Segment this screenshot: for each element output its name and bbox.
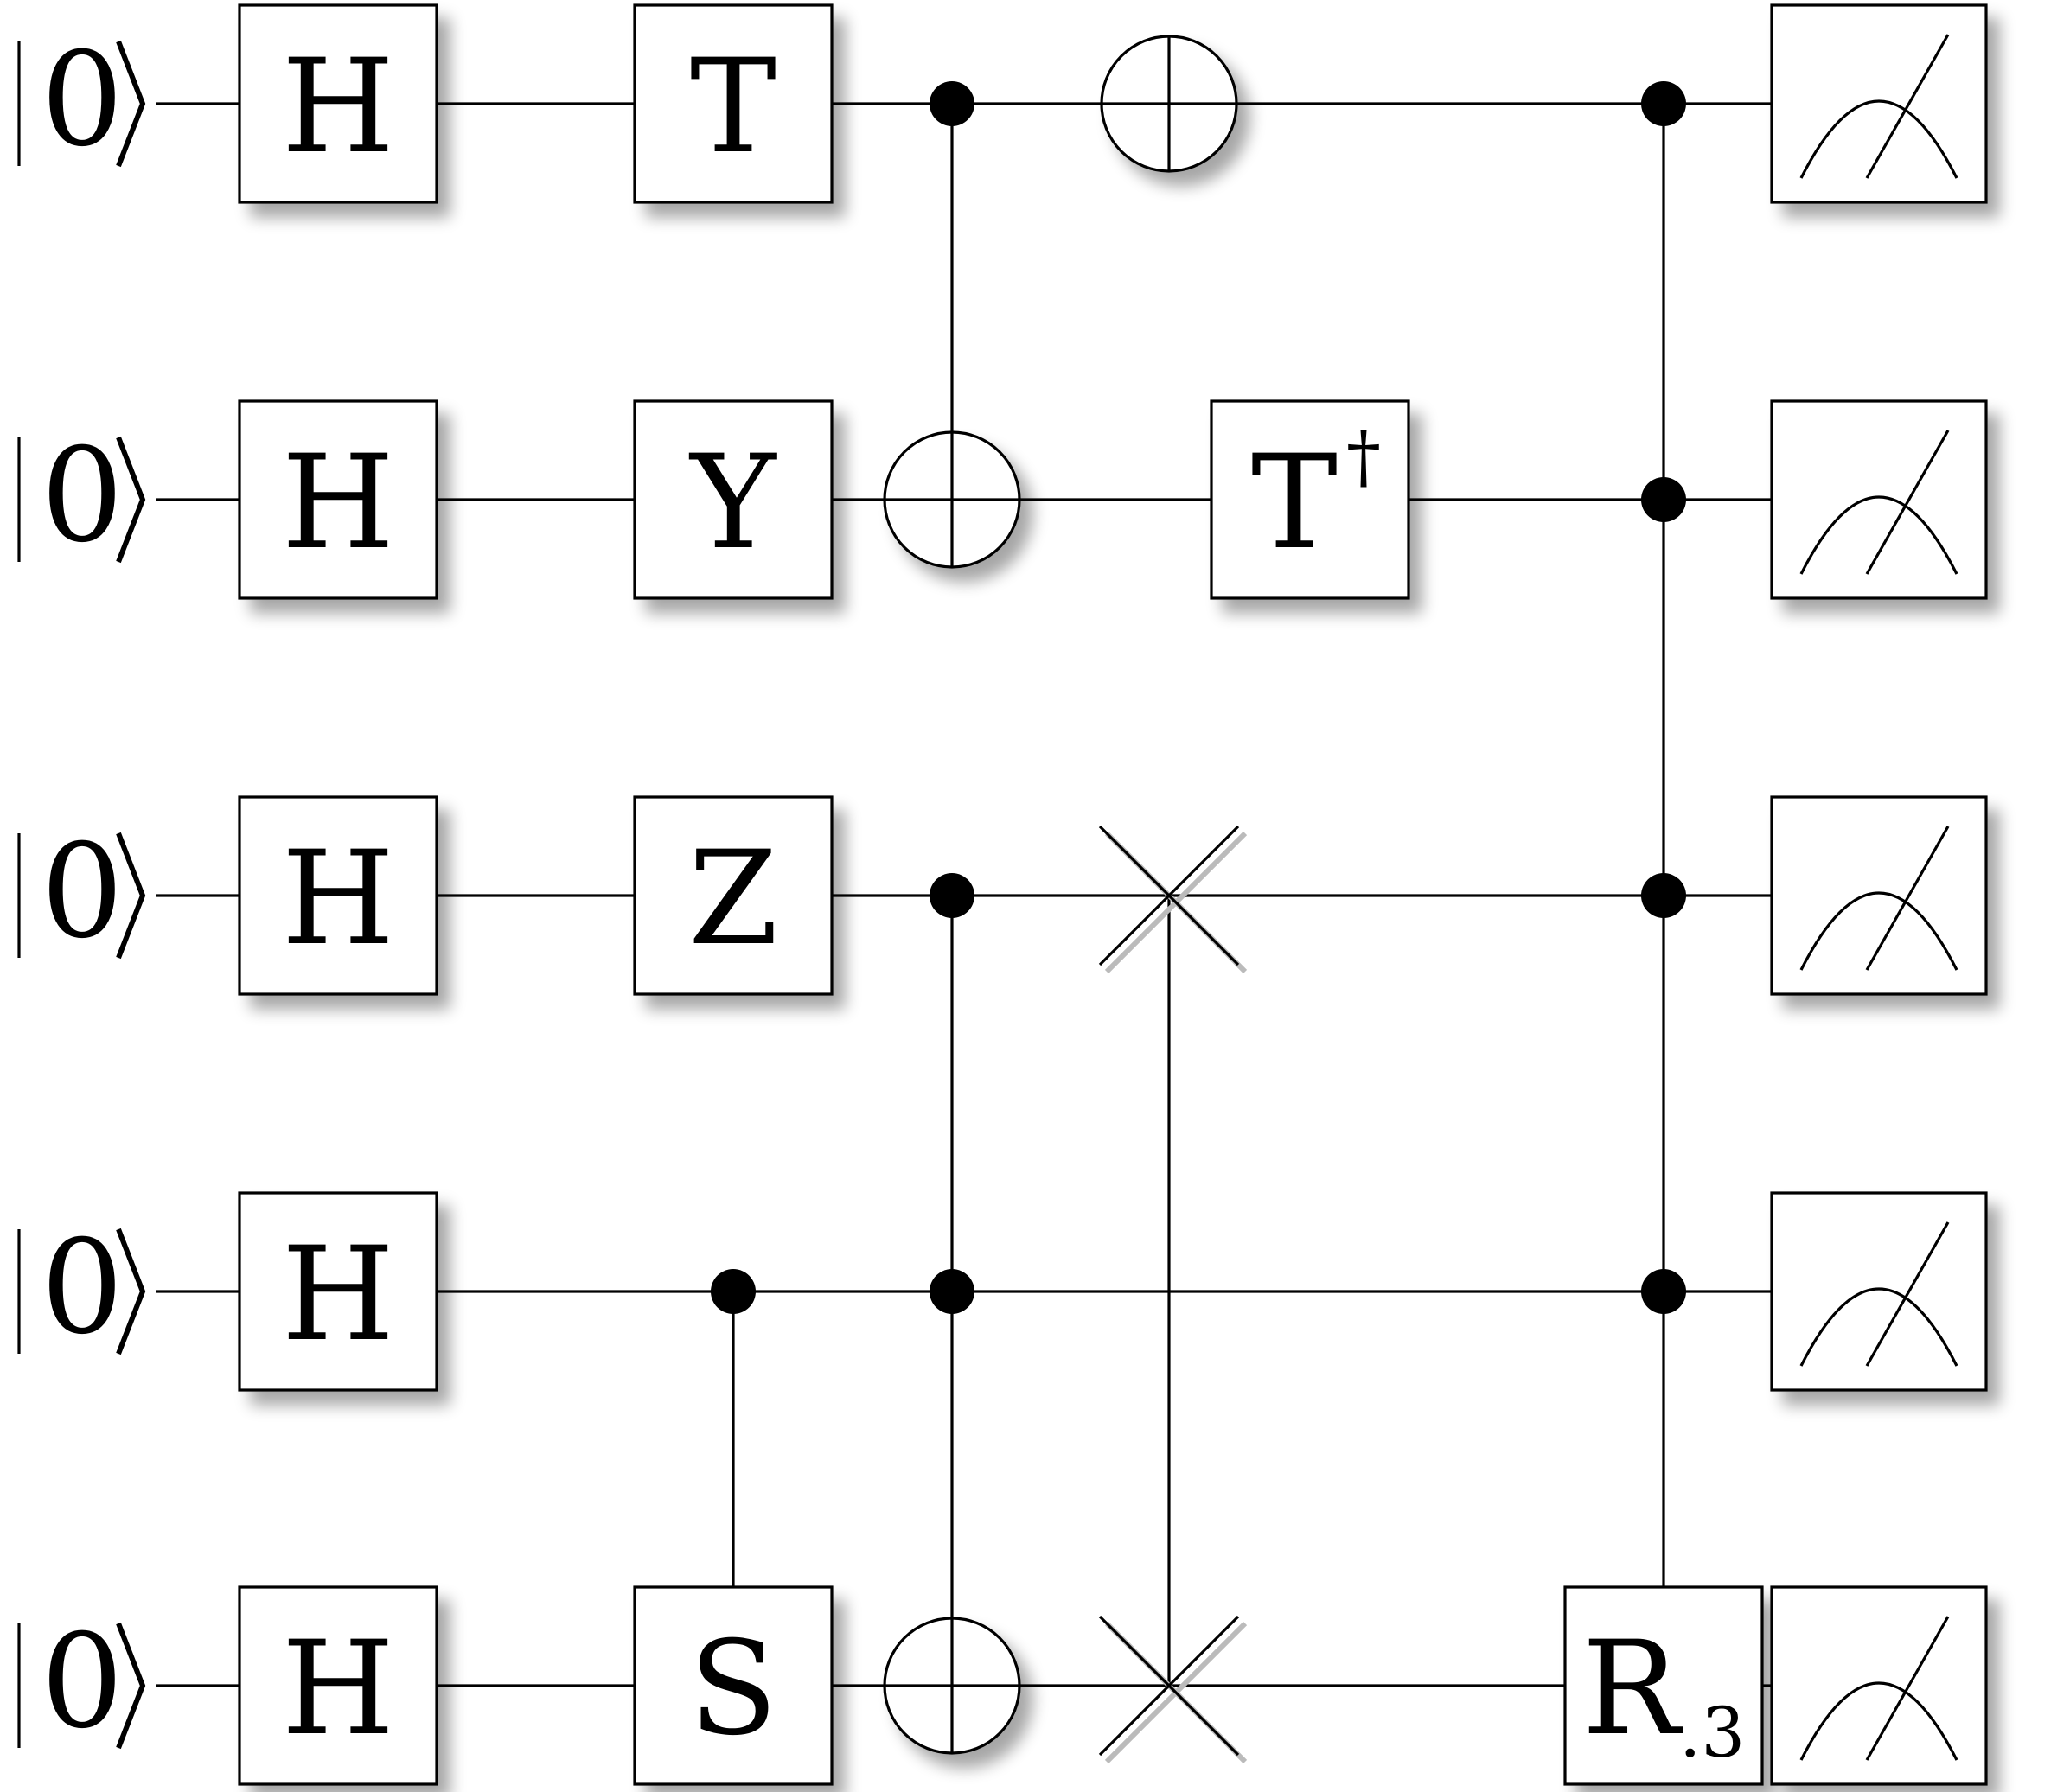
measurement-meter-icon [1770,3,1988,204]
gate-box [238,795,438,996]
ket-value: 0 [41,421,123,571]
meter-needle [1865,1616,1950,1761]
swap-stroke [1098,1615,1240,1757]
gate-box [238,399,438,600]
gate-label: H [282,32,395,182]
swap-stroke [1098,825,1240,966]
gate-label: H [282,428,395,578]
ket-label-1: 0 [17,25,146,175]
control-dot [1641,81,1686,126]
meter-needle [1865,34,1950,179]
gate-t-q1: T [633,3,834,204]
gate-y-q2: Y [633,399,834,600]
control-dot [930,81,974,126]
gate-z-q3: Z [633,795,834,996]
ket-angle [116,40,146,168]
ket-angle [116,1622,146,1750]
control-dot [930,1269,974,1314]
gate-label: H [282,1220,395,1370]
gate-box [238,3,438,204]
gate-label: S [689,1614,778,1764]
meter-box [1770,795,1988,996]
ket-label-4: 0 [17,1213,146,1363]
control-dot [1641,873,1686,918]
gate-box [633,1585,834,1786]
meter-needle [1865,430,1950,575]
measurement-meter-icon [1770,1191,1988,1392]
meter-box [1770,3,1988,204]
control-dot [1641,477,1686,522]
ket-angle [116,832,146,960]
control-dot [1641,1269,1686,1314]
ket-value: 0 [41,1607,123,1757]
ket-value: 0 [41,25,123,175]
gate-label: T [1251,428,1338,578]
target-xor-icon [883,1617,1021,1755]
control-dot [711,1269,756,1314]
gate-r-q5: R.3 [1563,1585,1764,1786]
gate-box [238,1191,438,1392]
gate-box [633,795,834,996]
gate-label: H [282,824,395,974]
gate-s-q5: S [633,1585,834,1786]
gate-box [238,1585,438,1786]
measurement-meter-icon [1770,399,1988,600]
gate-label: Z [688,824,778,974]
gate-label: H [282,1614,395,1764]
gate-box [1210,399,1410,600]
gate-label: Y [688,428,777,578]
swap-cross-icon [1098,825,1248,974]
meter-arc [1799,1287,1958,1367]
meter-arc [1799,891,1958,971]
meter-arc [1799,99,1958,179]
gate-h-q3: H [238,795,438,996]
ket-angle [116,436,146,564]
target-xor-icon [883,430,1021,569]
gate-h-q1: H [238,3,438,204]
gate-h-q5: H [238,1585,438,1786]
gate-box [633,3,834,204]
ket-label-5: 0 [17,1607,146,1757]
ket-angle [116,1228,146,1355]
gate-box [633,399,834,600]
gate-h-q4: H [238,1191,438,1392]
control-dot [930,873,974,918]
meter-needle [1865,826,1950,971]
gate-h-q2: H [238,399,438,600]
gate-label: R [1582,1614,1683,1764]
meter-box [1770,399,1988,600]
target-xor-icon [1100,35,1238,173]
ket-label-2: 0 [17,421,146,571]
meter-needle [1865,1221,1950,1367]
ket-value: 0 [41,1213,123,1363]
gate-label: T [690,32,776,182]
gate-box [1563,1585,1764,1786]
gate-tdagger-q2: T† [1210,399,1410,600]
measurement-meter-icon [1770,795,1988,996]
gate-superscript: † [1346,417,1381,497]
ket-value: 0 [41,817,123,967]
measurement-meter-icon [1770,1585,1988,1786]
meter-box [1770,1585,1988,1786]
gate-subscript: .3 [1679,1693,1745,1773]
swap-cross-icon [1098,1615,1248,1764]
ket-label-3: 0 [17,817,146,967]
meter-box [1770,1191,1988,1392]
meter-arc [1799,1681,1958,1761]
meter-arc [1799,495,1958,575]
